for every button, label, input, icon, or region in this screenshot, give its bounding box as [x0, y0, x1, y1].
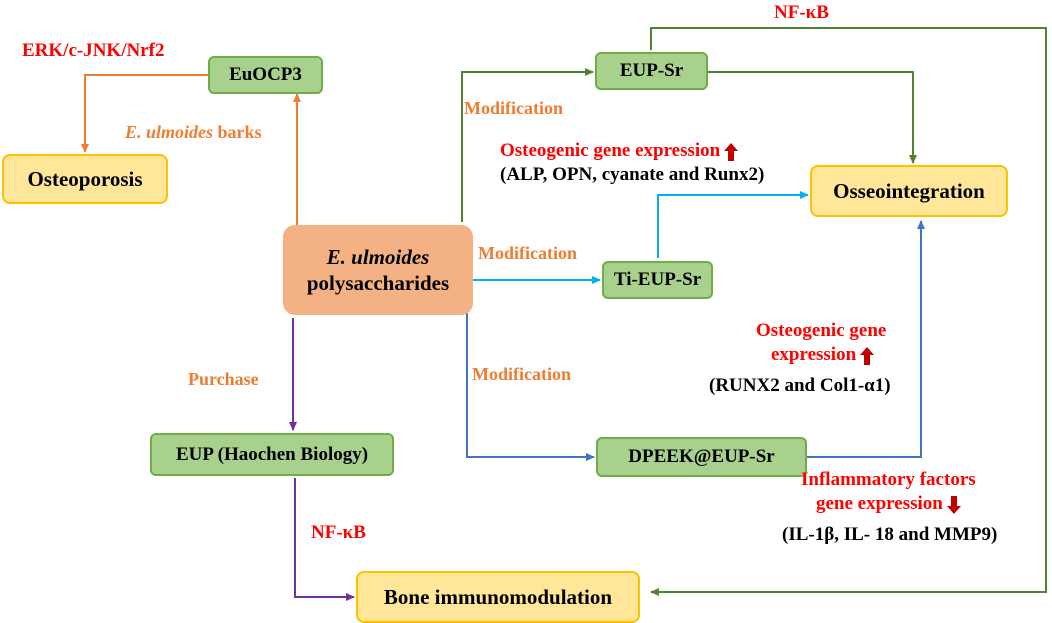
node-ti-eup-sr: Ti-EUP-Sr	[602, 261, 713, 299]
label-nfkb-top: NF-κB	[774, 2, 829, 23]
node-dpeek: DPEEK@EUP-Sr	[596, 437, 807, 477]
node-eup-sr: EUP-Sr	[595, 52, 708, 90]
label-purchase: Purchase	[188, 369, 259, 389]
label-barks-italic: E. ulmoides	[125, 122, 214, 142]
arrow-eup-sr-to-osseointegration	[708, 71, 917, 164]
node-eup-haochen-label: EUP (Haochen Biology)	[175, 443, 369, 465]
up-arrow-icon	[724, 142, 739, 161]
node-bone-immunomodulation: Bone immunomodulation	[356, 571, 640, 623]
node-eup-sr-label: EUP-Sr	[619, 60, 684, 81]
arrow-eup-sr-to-bone-immuno	[650, 27, 1047, 596]
node-euocp3: EuOCP3	[208, 56, 323, 94]
up-arrow-icon	[860, 346, 875, 365]
label-inflammatory-expression: gene expression	[816, 493, 943, 514]
arrow-center-to-dpeek	[466, 313, 595, 461]
label-osteogenic-2-genes: (RUNX2 and Col1-α1)	[709, 375, 891, 396]
node-eu-polysaccharides: E. ulmoides polysaccharides	[283, 225, 473, 315]
node-bone-immuno-label: Bone immunomodulation	[383, 584, 613, 609]
label-barks-rest: barks	[213, 122, 262, 142]
node-euocp3-label: EuOCP3	[229, 64, 302, 85]
label-inflammatory-line2: gene expression	[816, 493, 962, 515]
label-osteogenic-2-line2: expression	[771, 344, 875, 366]
label-barks: E. ulmoides barks	[125, 122, 262, 143]
node-osseointegration: Osseointegration	[810, 165, 1008, 217]
node-ti-eup-sr-label: Ti-EUP-Sr	[613, 269, 702, 290]
label-osteogenic-1-genes: (ALP, OPN, cyanate and Runx2)	[500, 164, 765, 185]
node-osseointegration-label: Osseointegration	[833, 178, 985, 203]
label-erk-pathway: ERK/c-JNK/Nrf2	[22, 40, 165, 61]
node-center-line1: E. ulmoides	[326, 244, 430, 269]
arrow-center-to-eup-sr	[461, 68, 594, 222]
label-modification-2: Modification	[478, 243, 577, 263]
arrow-ti-eup-sr-to-osseointegration	[657, 191, 809, 258]
label-modification-3: Modification	[472, 364, 571, 384]
label-osteogenic-1-title: Osteogenic gene expression	[500, 140, 721, 161]
node-osteoporosis: Osteoporosis	[2, 154, 168, 204]
label-osteogenic-1: Osteogenic gene expression	[500, 140, 739, 162]
label-nfkb-bottom: NF-κB	[311, 522, 366, 543]
node-dpeek-label: DPEEK@EUP-Sr	[628, 446, 775, 467]
label-modification-1: Modification	[464, 98, 563, 118]
node-center-line2: polysaccharides	[306, 271, 450, 295]
arrow-dpeek-to-osseointegration	[807, 220, 925, 458]
arrow-eup-haochen-to-bone-immuno	[294, 478, 355, 601]
label-inflammatory-line1: Inflammatory factors	[801, 469, 976, 490]
down-arrow-icon	[946, 495, 961, 514]
arrow-euocp3-to-osteoporosis	[81, 74, 208, 153]
node-osteoporosis-label: Osteoporosis	[27, 166, 143, 191]
label-osteogenic-2-line1: Osteogenic gene	[756, 320, 887, 341]
label-inflammatory-genes: (IL-1β, IL- 18 and MMP9)	[782, 524, 998, 545]
node-eup-haochen: EUP (Haochen Biology)	[150, 433, 394, 476]
label-osteogenic-2-expression: expression	[771, 344, 857, 365]
